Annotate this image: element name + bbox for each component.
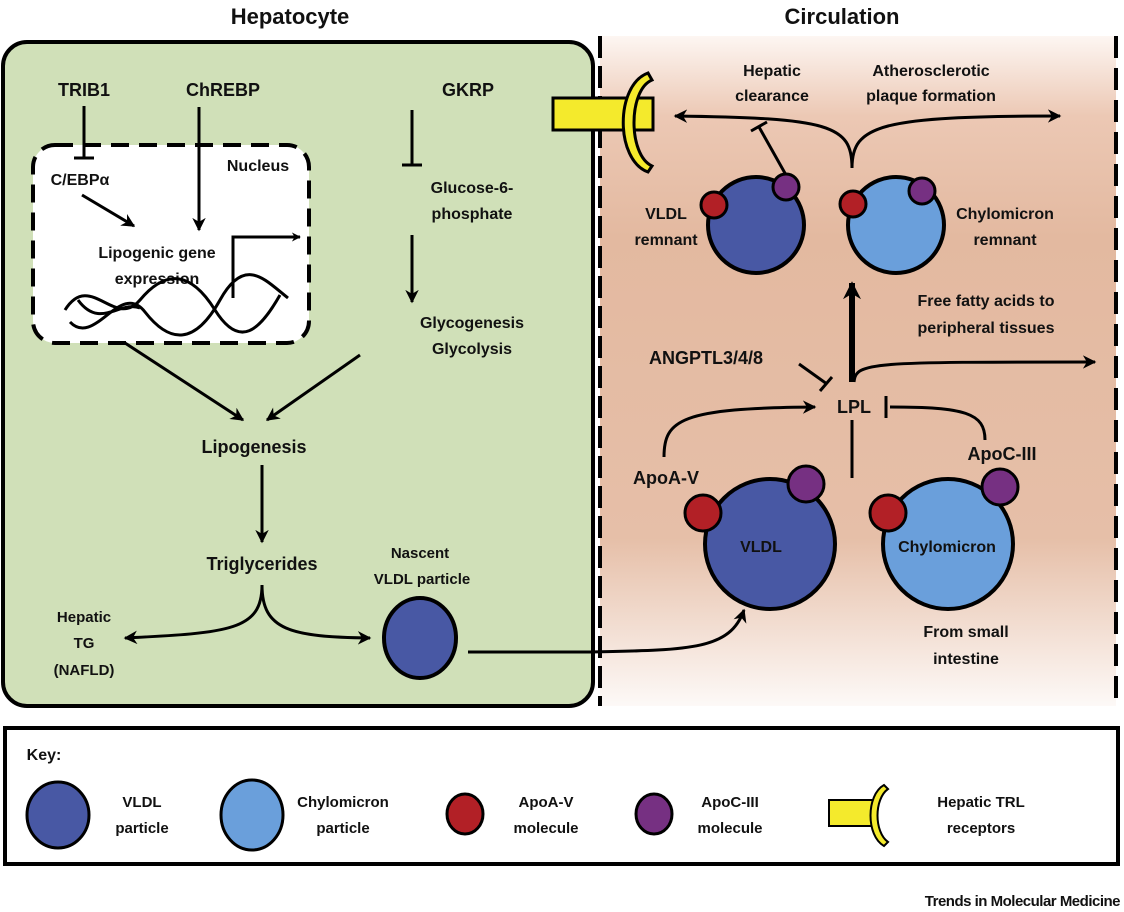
nucleus-to-lipogenesis-arrow xyxy=(124,341,245,422)
nucleus-label: Nucleus xyxy=(227,158,289,175)
vldl-remnant-apoa5 xyxy=(699,190,729,220)
chylomicron-particle xyxy=(881,477,1015,611)
apoa5-molecule-icon xyxy=(445,792,485,836)
gkrp-label: GKRP xyxy=(442,80,494,100)
hepatic-clearance-label-2: clearance xyxy=(735,88,809,105)
chylomicron-particle-icon xyxy=(219,778,285,852)
ffa-arrow xyxy=(852,355,1097,383)
vldl-label: VLDL xyxy=(740,539,782,556)
chrebp-label: ChREBP xyxy=(186,80,260,100)
key-chylo-label-1: Chylomicron xyxy=(297,794,389,811)
apoc3-inhibit-clearance-bar xyxy=(750,120,768,133)
g6p-label-1: Glucose-6- xyxy=(431,180,514,197)
athero-label-2: plaque formation xyxy=(866,88,996,105)
key-apoc3-label-2: molecule xyxy=(697,820,762,837)
nascent-label-2: VLDL particle xyxy=(374,571,470,588)
angptl-inhibit-line xyxy=(798,362,828,386)
hepatic-trl-receptor xyxy=(551,71,655,174)
nascent-vldl-particle xyxy=(382,596,458,680)
chylomicron-apoc3 xyxy=(980,467,1020,507)
key-receptor-label-1: Hepatic TRL xyxy=(937,794,1025,811)
key-apoa5-label-2: molecule xyxy=(513,820,578,837)
tg-to-hepatic-arrow xyxy=(123,584,264,645)
key-title: Key: xyxy=(27,747,62,764)
apoc3-inhibit-clearance-line xyxy=(757,126,788,176)
hepatic-trl-receptor-icon xyxy=(828,783,890,848)
apoa5-activate-arrow xyxy=(662,400,817,458)
angptl-label: ANGPTL3/4/8 xyxy=(649,348,763,368)
dna-helix-icon xyxy=(63,232,301,337)
chylo-remnant-label-1: Chylomicron xyxy=(956,206,1054,223)
chylomicron-remnant-apoc3 xyxy=(907,176,937,206)
lipogenic-label-1: Lipogenic gene xyxy=(98,245,215,262)
nascent-label-1: Nascent xyxy=(391,545,449,562)
chylomicron-label: Chylomicron xyxy=(898,539,996,556)
triglycerides-label: Triglycerides xyxy=(206,554,317,574)
glyco-label-2: Glycolysis xyxy=(432,341,512,358)
chylomicron-remnant-apoa5 xyxy=(838,189,868,219)
key-receptor-label-2: receptors xyxy=(947,820,1015,837)
glyco-label-1: Glycogenesis xyxy=(420,315,524,332)
vldl-apoa5 xyxy=(683,493,723,533)
vldl-particle-icon xyxy=(25,780,91,850)
hepatic-tg-label-1: Hepatic xyxy=(57,609,111,626)
hepatic-tg-label-2: TG xyxy=(74,635,95,652)
hepatocyte-cell xyxy=(1,40,595,708)
chylomicron-apoa5 xyxy=(868,493,908,533)
circulation-title: Circulation xyxy=(785,4,900,29)
vldl-remnant-label-2: remnant xyxy=(634,232,698,249)
chylo-remnant-label-2: remnant xyxy=(973,232,1037,249)
apoc3-label: ApoC-III xyxy=(968,444,1037,464)
apoa5-label: ApoA-V xyxy=(633,468,699,488)
nascent-to-vldl-arrow xyxy=(468,608,747,654)
vldl-remnant-label-1: VLDL xyxy=(645,206,687,223)
key-vldl-label-1: VLDL xyxy=(122,794,161,811)
hepatocyte-title: Hepatocyte xyxy=(231,4,350,29)
key-apoa5-label-1: ApoA-V xyxy=(519,794,574,811)
g6p-label-2: phosphate xyxy=(432,206,513,223)
vldl-remnant-particle xyxy=(706,175,806,275)
lipogenic-label-2: expression xyxy=(115,271,199,288)
transcription-start-arrow xyxy=(231,232,301,298)
tg-to-nascent-arrow xyxy=(260,584,372,645)
hepatic-clearance-label-1: Hepatic xyxy=(743,63,801,80)
to-athero-arrow xyxy=(850,109,1062,169)
trib1-label: TRIB1 xyxy=(58,80,110,100)
apoc3-inhibit-lpl-line xyxy=(889,405,987,441)
key-vldl-label-2: particle xyxy=(115,820,168,837)
lpl-label: LPL xyxy=(837,397,871,417)
ffa-label-1: Free fatty acids to xyxy=(918,293,1055,310)
key-panel xyxy=(3,726,1120,866)
cebpa-label: C/EBPα xyxy=(51,172,110,189)
key-chylo-label-2: particle xyxy=(316,820,369,837)
vldl-remnant-apoc3 xyxy=(771,172,801,202)
intestine-label-2: intestine xyxy=(933,651,999,668)
intestine-label-1: From small xyxy=(923,624,1008,641)
glycolysis-to-lipogenesis-arrow xyxy=(265,353,361,422)
vldl-particle xyxy=(703,477,837,611)
nucleus xyxy=(31,143,311,345)
ffa-label-2: peripheral tissues xyxy=(918,320,1055,337)
to-hepatic-clearance-arrow xyxy=(673,109,854,169)
vldl-apoc3 xyxy=(786,464,826,504)
apoc3-molecule-icon xyxy=(634,792,674,836)
journal-credit: Trends in Molecular Medicine xyxy=(925,893,1120,910)
athero-label-1: Atherosclerotic xyxy=(872,63,989,80)
hepatic-tg-label-3: (NAFLD) xyxy=(54,662,115,679)
cebpa-arrow xyxy=(81,193,136,228)
angptl-inhibit-bar xyxy=(818,376,834,392)
lipogenesis-label: Lipogenesis xyxy=(201,437,306,457)
key-apoc3-label-1: ApoC-III xyxy=(701,794,759,811)
